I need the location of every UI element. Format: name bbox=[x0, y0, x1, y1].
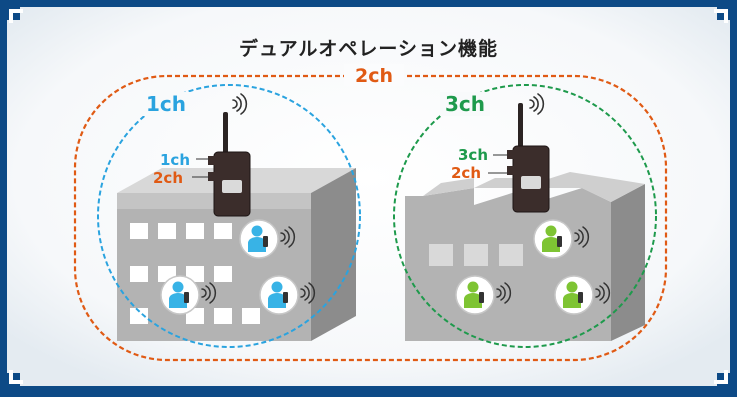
walkie-talkie-icon bbox=[507, 103, 550, 213]
person-with-radio-icon bbox=[533, 219, 590, 259]
corner-ornament-br bbox=[714, 370, 737, 393]
right-group-boundary bbox=[393, 84, 657, 348]
left-group-label-bg bbox=[142, 92, 190, 116]
left-radio-label-2: 2ch bbox=[153, 169, 183, 187]
walkie-talkie-icon bbox=[208, 112, 251, 217]
person-with-radio-icon bbox=[160, 275, 217, 315]
right-group-label: 3ch bbox=[445, 92, 485, 116]
left-group-boundary bbox=[97, 84, 361, 348]
radio-signal-icon bbox=[529, 93, 545, 115]
right-group-label-bg bbox=[440, 92, 490, 116]
person-with-radio-icon bbox=[554, 275, 611, 315]
person-with-radio-icon bbox=[259, 275, 316, 315]
left-radio-label-1: 1ch bbox=[160, 151, 190, 169]
corner-ornament-tl bbox=[0, 0, 23, 23]
right-radio-label-2: 2ch bbox=[451, 164, 481, 182]
right-radio-label-1: 3ch bbox=[458, 146, 488, 164]
left-group-label: 1ch bbox=[146, 92, 186, 116]
corner-ornament-bl bbox=[0, 370, 23, 393]
corner-ornament-tr bbox=[714, 0, 737, 23]
person-with-radio-icon bbox=[455, 275, 512, 315]
diagram-title: デュアルオペレーション機能 bbox=[238, 38, 499, 60]
outer-group-label-bg bbox=[344, 64, 404, 86]
outer-group-label: 2ch bbox=[355, 65, 393, 87]
office-building-icon bbox=[117, 168, 356, 341]
person-with-radio-icon bbox=[239, 219, 296, 259]
radio-signal-icon bbox=[232, 93, 248, 115]
